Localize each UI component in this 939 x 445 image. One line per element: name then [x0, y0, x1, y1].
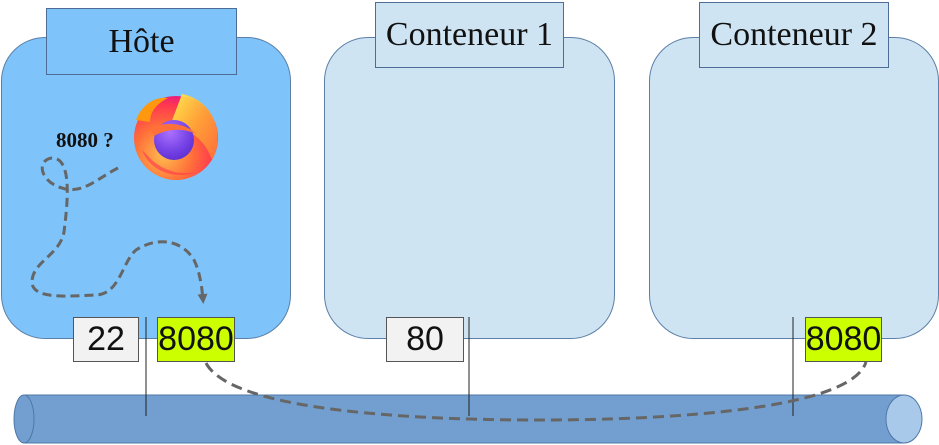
port-question-label: 8080 ? [56, 128, 114, 152]
request-path-arrow [30, 156, 208, 304]
container-1-port-80: 80 [386, 317, 464, 362]
container-2-box [649, 37, 939, 339]
container-1-box [324, 37, 615, 339]
host-port-8080: 8080 [157, 317, 235, 362]
container-1-title: Conteneur 1 [375, 2, 564, 68]
container-2-port-8080: 8080 [805, 317, 882, 362]
host-port-22: 22 [73, 317, 139, 362]
host-box [1, 37, 291, 339]
port-forward-path [204, 361, 868, 422]
container-2-title: Conteneur 2 [699, 2, 889, 68]
host-title: Hôte [46, 8, 237, 75]
firefox-icon [134, 94, 218, 180]
network-pipe [13, 394, 923, 444]
